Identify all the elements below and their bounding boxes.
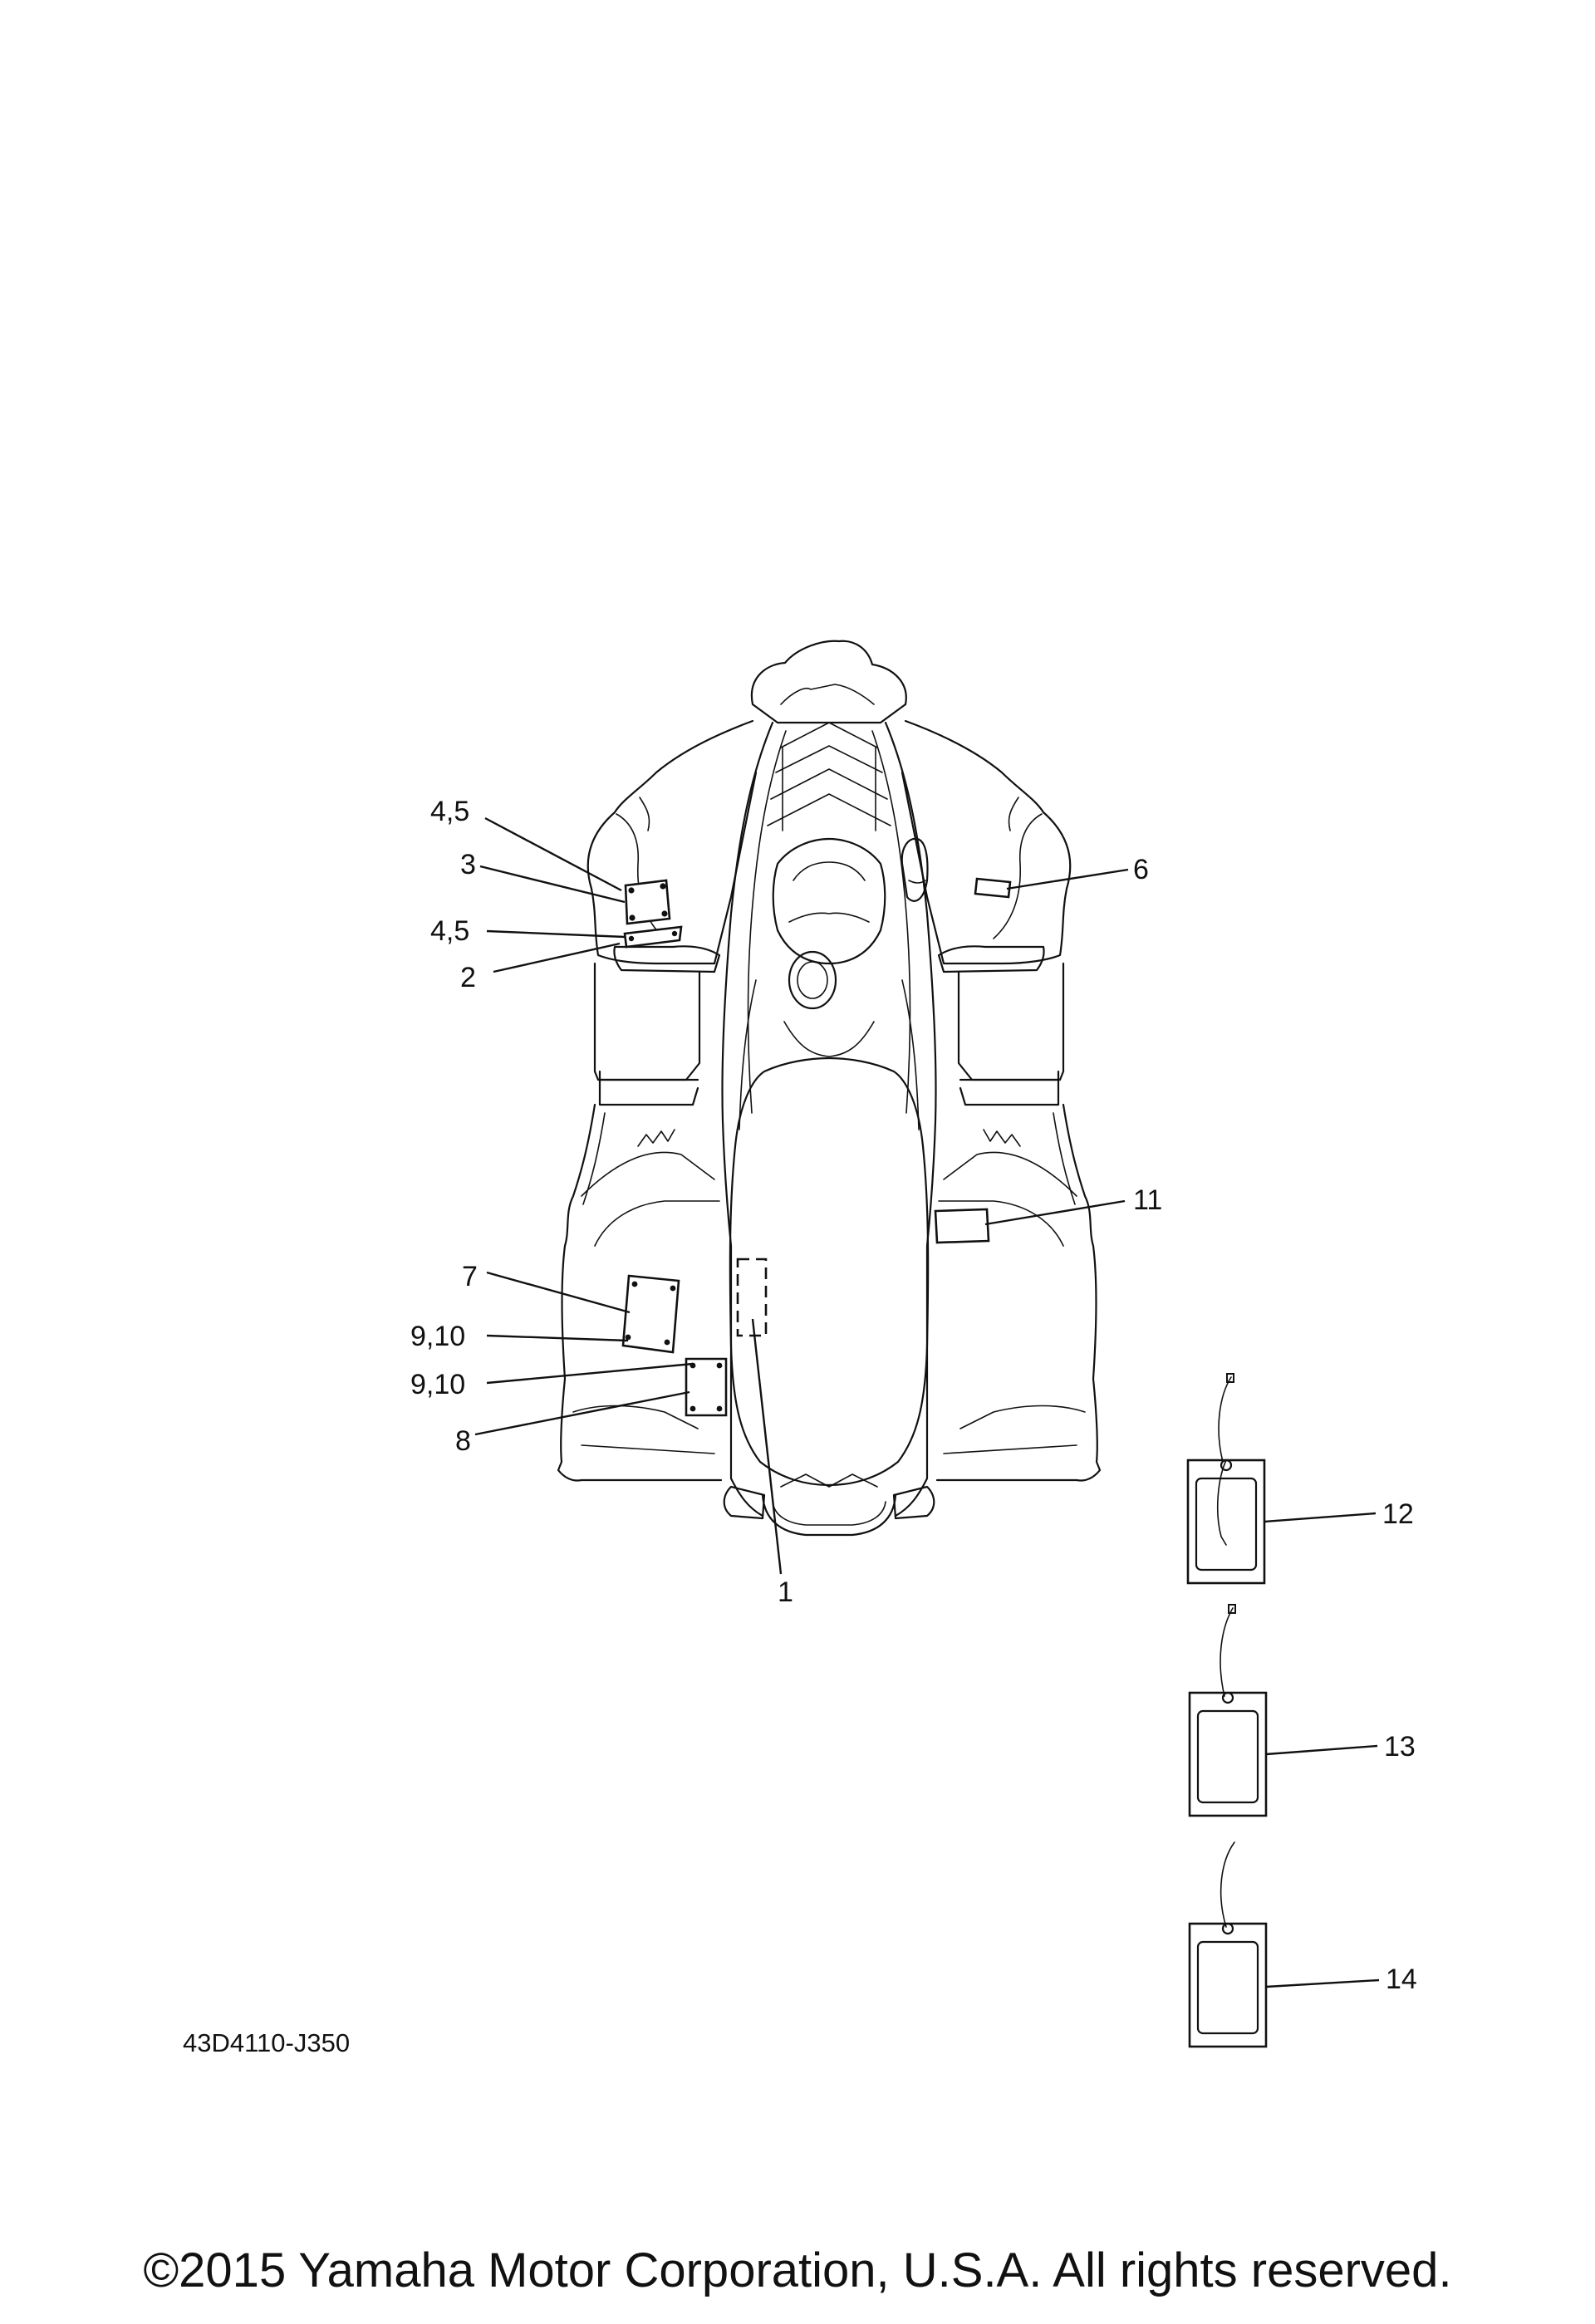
decal-3	[624, 879, 671, 925]
callout-2: 2	[460, 962, 476, 993]
decals	[621, 877, 1012, 1417]
decal-1	[736, 1258, 768, 1337]
callout-14: 14	[1386, 1964, 1417, 1995]
callout-1: 1	[778, 1576, 793, 1608]
decal-6	[974, 877, 1012, 899]
callout-9-10-top: 9,10	[410, 1321, 465, 1352]
callout-11: 11	[1133, 1184, 1162, 1216]
part-number: 43D4110-J350	[183, 2028, 351, 2057]
decal-8	[685, 1357, 728, 1417]
callout-12: 12	[1382, 1498, 1414, 1530]
hang-tags	[1186, 1373, 1268, 2048]
callout-4-5-mid: 4,5	[430, 915, 469, 947]
callout-8: 8	[455, 1425, 471, 1457]
decal-2	[623, 925, 683, 949]
callout-3: 3	[460, 849, 476, 880]
callout-9-10-bottom: 9,10	[410, 1369, 465, 1400]
leader-lines	[474, 816, 1380, 1988]
callout-13: 13	[1384, 1731, 1416, 1763]
callout-4-5-top: 4,5	[430, 796, 469, 827]
atv-outline	[557, 640, 1102, 1537]
copyright-notice: ©2015 Yamaha Motor Corporation, U.S.A. A…	[143, 2243, 1452, 2297]
hang-tag-14	[1188, 1841, 1268, 2048]
callout-6: 6	[1133, 854, 1149, 885]
decal-11	[934, 1208, 990, 1244]
hang-tag-12	[1186, 1373, 1266, 1585]
callouts: 4,5 3 4,5 2 6 11 7 9,10 9,10 8 1 12 13 1…	[410, 796, 1417, 1995]
hang-tag-13	[1188, 1604, 1268, 1817]
callout-7: 7	[462, 1261, 478, 1292]
decal-7	[621, 1274, 680, 1354]
